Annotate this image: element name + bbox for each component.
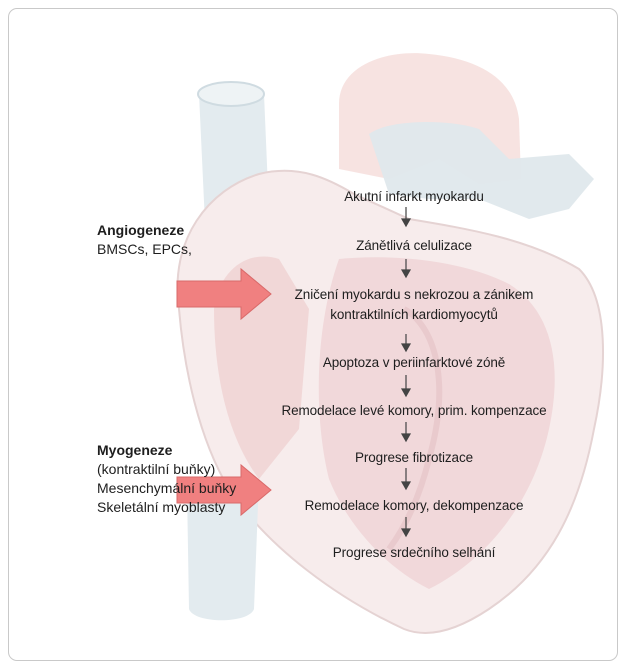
vena-cava-top (198, 82, 264, 106)
heart-illustration (9, 9, 617, 660)
myogenesis-line: Mesenchymální buňky (97, 479, 236, 498)
flow-step-3b: kontraktilních kardiomyocytů (279, 306, 549, 324)
myogenesis-heading: Myogeneze (97, 441, 236, 460)
flow-step-6: Progrese fibrotizace (279, 449, 549, 467)
angiogenesis-block: Angiogeneze BMSCs, EPCs, (97, 221, 192, 259)
myogenesis-line: Skeletální myoblasty (97, 498, 236, 517)
angiogenesis-heading: Angiogeneze (97, 221, 192, 240)
myogenesis-line: (kontraktilní buňky) (97, 460, 236, 479)
angiogenesis-line: BMSCs, EPCs, (97, 240, 192, 259)
flow-step-5: Remodelace levé komory, prim. kompenzace (279, 402, 549, 420)
myogenesis-block: Myogeneze (kontraktilní buňky) Mesenchym… (97, 441, 236, 517)
flow-step-8: Progrese srdečního selhání (279, 544, 549, 562)
flow-step-2: Zánětlivá celulizace (279, 237, 549, 255)
figure-frame: Angiogeneze BMSCs, EPCs, Myogeneze (kont… (8, 8, 618, 661)
flow-step-4: Apoptoza v periinfarktové zóně (279, 354, 549, 372)
flow-step-3: Zničení myokardu s nekrozou a zánikem (279, 286, 549, 304)
flow-step-1: Akutní infarkt myokardu (279, 188, 549, 206)
flow-step-7: Remodelace komory, dekompenzace (279, 497, 549, 515)
